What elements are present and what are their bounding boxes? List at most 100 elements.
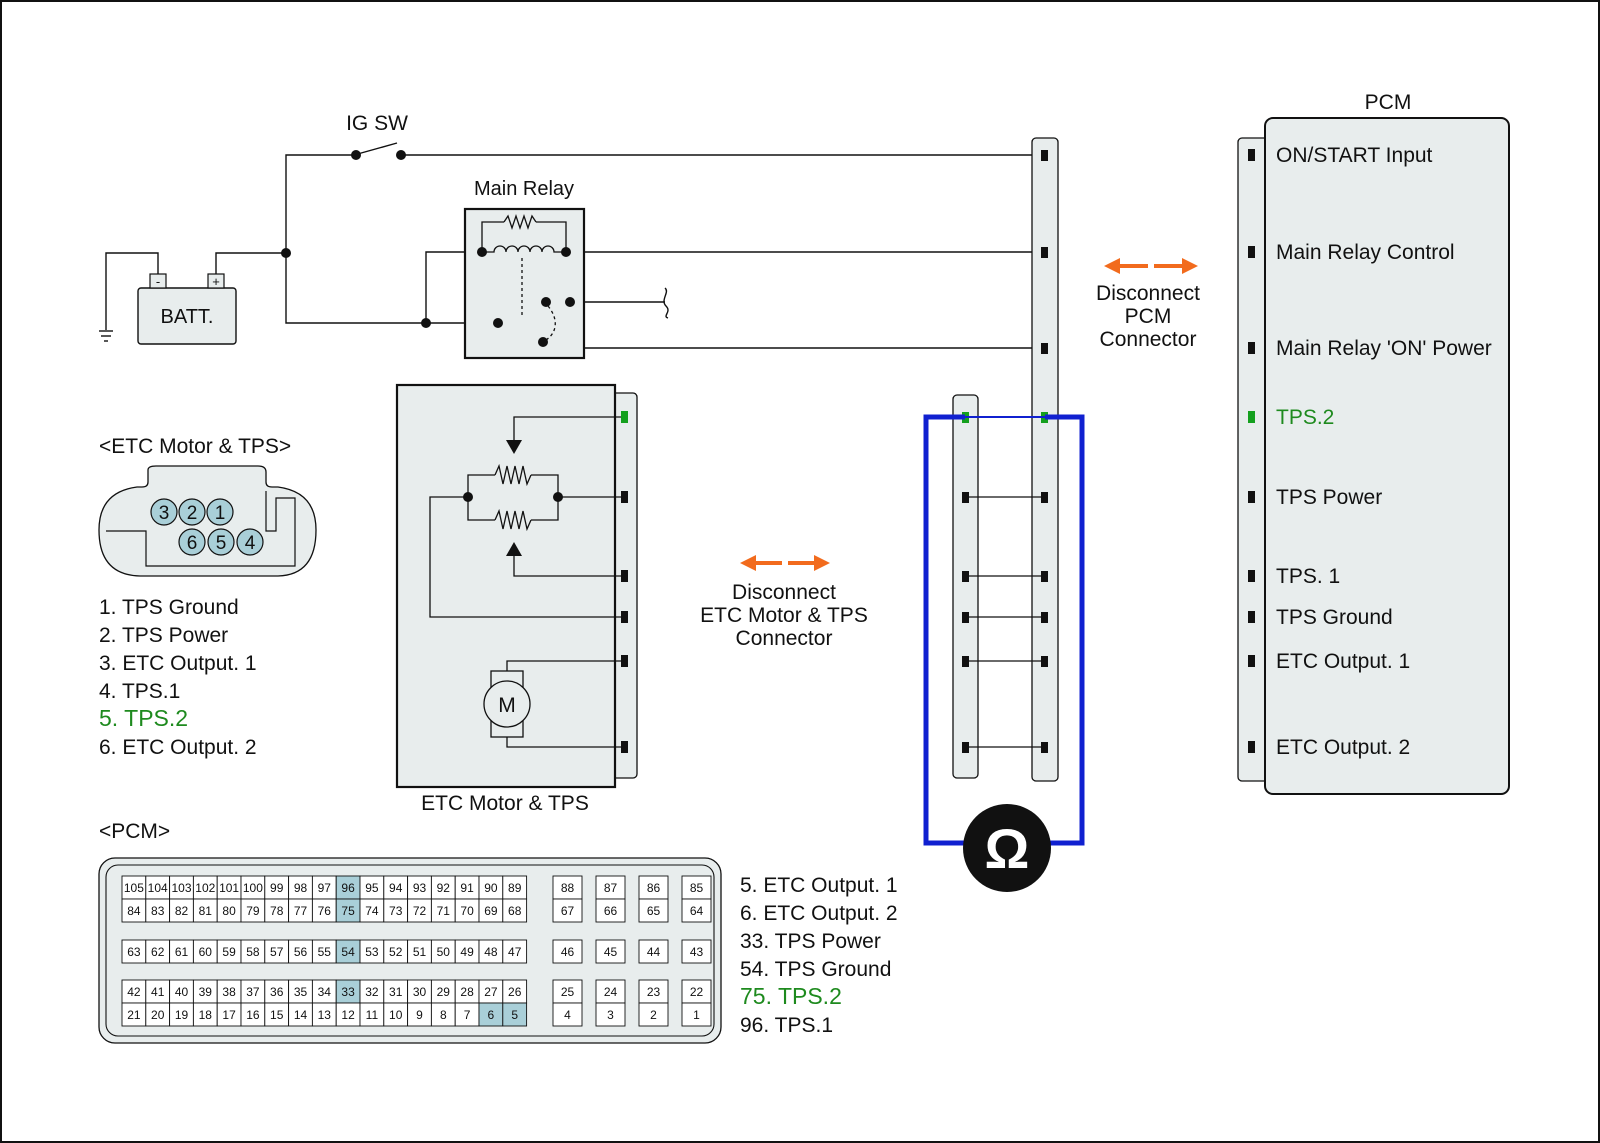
battery-body [137, 287, 237, 345]
disconnect-etc-line-2: ETC Motor & TPS [700, 604, 868, 627]
pcm-cell-5 [502, 1002, 528, 1027]
pcm-cell-number: 74 [365, 904, 379, 918]
battery-plus-label: + [212, 274, 220, 289]
disconnect-etc-line-3: Connector [736, 627, 833, 650]
etc-connector-shell [98, 465, 317, 577]
pcm-legend-item: 5. ETC Output. 1 [740, 874, 898, 897]
pcm-cell-number: 65 [647, 904, 661, 918]
pcm-cell-number: 90 [484, 881, 498, 895]
pcm-cell-number: 47 [508, 945, 522, 959]
pcm-cell-number: 71 [437, 904, 451, 918]
pcm-cell-number: 11 [366, 1008, 379, 1022]
pcm-cell-number: 100 [243, 881, 263, 895]
pcm-cell-number: 76 [318, 904, 332, 918]
pcm-cell-number: 58 [246, 945, 260, 959]
pcm-cell-number: 99 [270, 881, 284, 895]
pcm-pin-3 [1248, 342, 1255, 354]
pcm-cell-number: 102 [195, 881, 215, 895]
pcm-cell-number: 5 [511, 1008, 518, 1022]
pcm-cell-number: 95 [365, 881, 379, 895]
pcm-cell-number: 78 [270, 904, 284, 918]
pcm-cell-number: 87 [604, 881, 618, 895]
tps-resistor-upper [494, 463, 532, 487]
etc-legend-item: 5. TPS.2 [99, 705, 188, 731]
etc-cavity-number: 3 [159, 503, 170, 524]
pcm-cell-number: 93 [413, 881, 427, 895]
pcm-pin-label: TPS Ground [1276, 606, 1393, 629]
pcm-cell-number: 28 [460, 985, 474, 999]
pcm-cell-number: 101 [219, 881, 239, 895]
pcm-box [1264, 117, 1510, 795]
pcm-cell-number: 35 [294, 985, 308, 999]
pcm-cell-number: 2 [650, 1008, 657, 1022]
ground-symbol [99, 330, 113, 342]
pcm-cell-number: 14 [294, 1008, 308, 1022]
pcm-cell-number: 80 [222, 904, 236, 918]
etc-cavity-number: 6 [187, 533, 198, 554]
pcm-cell-number: 104 [148, 881, 168, 895]
pcm-cell-66 [595, 898, 626, 923]
pcm-cell-number: 33 [341, 985, 355, 999]
pcm-harness-connector [1031, 137, 1059, 782]
tps-resistor-lower [494, 508, 532, 532]
etc-block-pins [621, 411, 628, 753]
pcm-pin-label: TPS.2 [1276, 406, 1334, 429]
tps-ground-wire [429, 496, 621, 618]
pcm-cell-number: 45 [604, 945, 618, 959]
pcm-cell-number: 88 [561, 881, 575, 895]
pcm-cell-number: 17 [222, 1008, 236, 1022]
pcm-pin-5 [1248, 491, 1255, 503]
pcm-cell-number: 84 [127, 904, 141, 918]
pcm-pin-4 [1248, 411, 1255, 423]
battery: - + BATT. [137, 273, 237, 345]
pcm-cell-number: 51 [413, 945, 427, 959]
relay-resistor-lead-left [481, 221, 504, 252]
pcm-cell-46 [552, 939, 583, 964]
etc-connector-key [106, 491, 296, 567]
pcm-cell-number: 81 [199, 904, 213, 918]
pcm-legend-item: 6. ETC Output. 2 [740, 902, 898, 925]
pcm-pin-1 [1248, 149, 1255, 161]
pcm-pin-label: ETC Output. 2 [1276, 736, 1410, 759]
pcm-cell-number: 92 [437, 881, 451, 895]
pcm-cell-number: 64 [690, 904, 704, 918]
pcm-cell-number: 96 [341, 881, 355, 895]
relay-arc [545, 305, 556, 341]
pcm-cell-number: 25 [561, 985, 575, 999]
pcm-cell-number: 53 [365, 945, 379, 959]
pcm-cell-number: 73 [389, 904, 403, 918]
pcm-cell-number: 60 [199, 945, 213, 959]
motor-icon [483, 680, 531, 728]
pcm-cell-number: 59 [222, 945, 236, 959]
etc-cavity-5 [207, 528, 235, 556]
relay-resistor-lead-right [536, 221, 567, 252]
pcm-cell-number: 38 [222, 985, 236, 999]
ohmmeter [963, 804, 1051, 892]
pcm-cell-number: 54 [341, 945, 355, 959]
pcm-pin-label: ON/START Input [1276, 144, 1433, 167]
pcm-pin-2 [1248, 246, 1255, 258]
pcm-cell-number: 85 [690, 881, 704, 895]
tps2-wiper-arrow [506, 440, 522, 454]
probe-wire-right [1045, 414, 1085, 846]
etc-block-label: ETC Motor & TPS [421, 792, 589, 815]
relay-coil-feed [425, 251, 482, 323]
ohmmeter-symbol: Ω [985, 817, 1030, 880]
pcm-cell-number: 55 [318, 945, 332, 959]
pcm-cell-number: 3 [607, 1008, 614, 1022]
etc-legend-item: 6. ETC Output. 2 [99, 736, 257, 759]
pcm-cell-number: 56 [294, 945, 308, 959]
pcm-title: PCM [1365, 91, 1412, 114]
pcm-cell-number: 19 [175, 1008, 189, 1022]
pcm-cell-number: 68 [508, 904, 522, 918]
pcm-cell-number: 30 [413, 985, 427, 999]
disconnect-pcm-line-2: PCM [1125, 305, 1172, 328]
pcm-cell-number: 86 [647, 881, 661, 895]
pcm-cell-number: 29 [437, 985, 451, 999]
pcm-cell-number: 21 [127, 1008, 141, 1022]
pcm-pin-label: Main Relay 'ON' Power [1276, 337, 1492, 360]
relay-suppression-resistor [503, 213, 537, 231]
etc-legend-item: 2. TPS Power [99, 624, 228, 647]
pcm-cell-4 [552, 1002, 583, 1027]
